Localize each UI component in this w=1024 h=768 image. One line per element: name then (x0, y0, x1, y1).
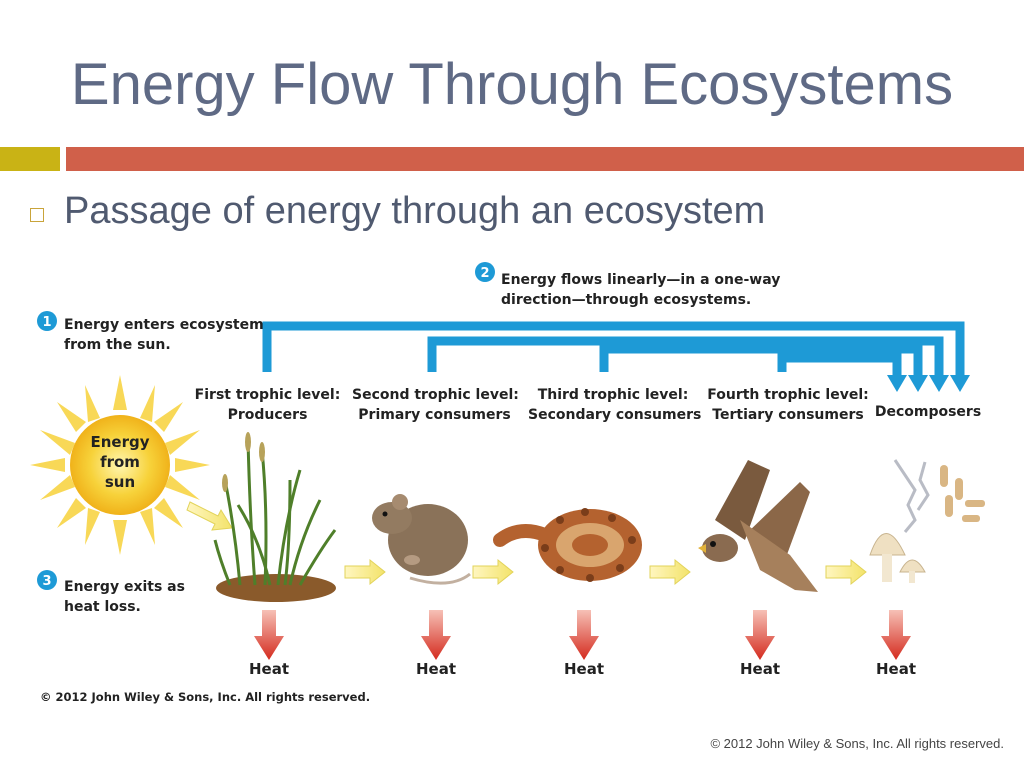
level2-label-line2: Primary consumers (358, 407, 511, 423)
level4-label-line2: Tertiary consumers (712, 407, 864, 423)
slide-title: Energy Flow Through Ecosystems (70, 52, 954, 117)
sun-label-line2: from (100, 453, 140, 471)
level1-label-line1: First trophic level: (194, 387, 341, 403)
heat-label-5: Heat (875, 660, 917, 678)
heat-label-4: Heat (739, 660, 781, 678)
sun-label-line3: sun (104, 473, 136, 491)
bullet-text: Passage of energy through an ecosystem (64, 190, 766, 232)
tertiary-consumer-hawk-icon (698, 460, 818, 592)
level4-label-line1: Fourth trophic level: (707, 387, 869, 403)
step1-text-line2: from the sun. (64, 337, 171, 353)
heat-label-1: Heat (248, 660, 290, 678)
step1-text-line1: Energy enters ecosystem (64, 317, 264, 333)
decomposers-label: Decomposers (874, 404, 982, 420)
energy-transfer-arrows (186, 501, 867, 586)
producers-grass-icon (213, 432, 337, 602)
figure-copyright: © 2012 John Wiley & Sons, Inc. All right… (40, 690, 371, 704)
step2-text-line2: direction—through ecosystems. (501, 292, 752, 308)
secondary-consumer-snake-icon (493, 508, 642, 582)
bullet-icon (30, 208, 44, 222)
energy-flow-lines (262, 321, 965, 375)
heat-label-3: Heat (563, 660, 605, 678)
svg-text:2: 2 (480, 266, 489, 281)
slide-footer: © 2012 John Wiley & Sons, Inc. All right… (710, 736, 1004, 751)
svg-text:3: 3 (42, 574, 51, 589)
step2-text-line1: Energy flows linearly—in a one-way (501, 272, 781, 288)
level2-label-line1: Second trophic level: (352, 387, 519, 403)
step3-text-line1: Energy exits as (64, 579, 185, 595)
step-2-badge: 2 (475, 262, 495, 282)
heat-loss-arrows (254, 610, 911, 660)
level3-label-line1: Third trophic level: (537, 387, 689, 403)
accent-bar-gold (0, 147, 60, 171)
accent-bar-red (66, 147, 1024, 171)
step-1-badge: 1 (37, 311, 57, 331)
step3-text-line2: heat loss. (64, 599, 141, 615)
sun-icon (30, 375, 210, 555)
svg-text:1: 1 (42, 315, 51, 330)
sun-label-line1: Energy (90, 433, 150, 451)
heat-label-2: Heat (415, 660, 457, 678)
flow-arrowheads (887, 375, 970, 392)
level3-label-line2: Secondary consumers (528, 407, 702, 423)
primary-consumer-mouse-icon (372, 494, 471, 585)
level1-label-line2: Producers (227, 407, 308, 423)
step-3-badge: 3 (37, 570, 57, 590)
decomposers-fungi-bacteria-icon (869, 459, 985, 583)
